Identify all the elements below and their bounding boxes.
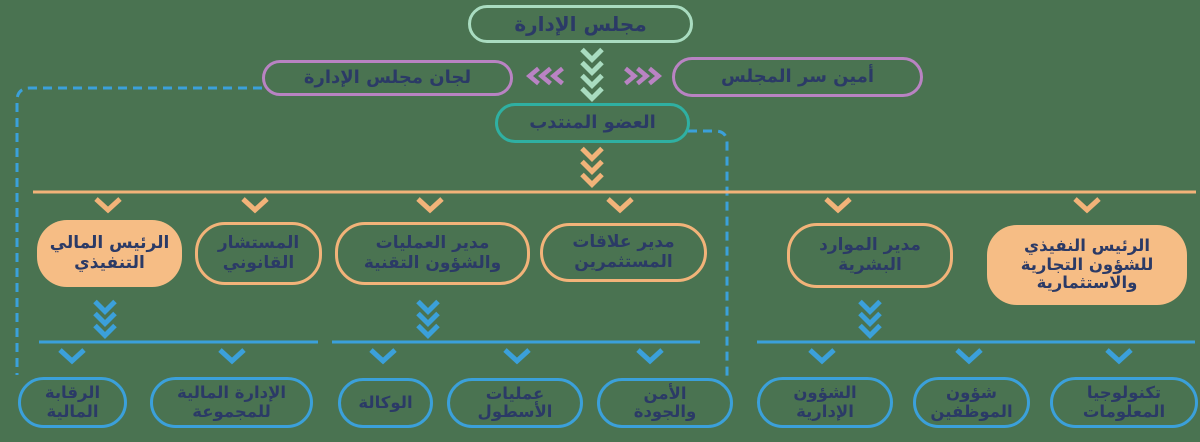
node-security-quality: الأمن والجودة <box>597 378 733 428</box>
node-group-finance: الإدارة المالية للمجموعة <box>150 377 313 428</box>
node-chief-financial-officer: الرئيس المالي التنفيذي <box>37 220 182 287</box>
node-commercial-investment-chief: الرئيس النفيذي للشؤون التجارية والاستثما… <box>987 225 1187 305</box>
node-board-of-directors: مجلس الإدارة <box>468 5 693 43</box>
board-down-arrow-icon <box>582 50 602 99</box>
hr-sub-arrow-icon <box>860 302 880 336</box>
node-hr-manager: مدير الموارد البشرية <box>787 223 953 288</box>
node-admin-affairs: الشؤون الإدارية <box>757 377 893 428</box>
node-board-secretary: أمين سر المجلس <box>672 57 923 97</box>
executive-drop-chevrons <box>96 199 1099 210</box>
node-agency: الوكالة <box>338 378 433 428</box>
md-down-arrow-icon <box>582 149 602 185</box>
department-drop-chevrons <box>60 350 1131 361</box>
node-legal-advisor: المستشار القانوني <box>195 222 322 285</box>
node-information-technology: تكنولوجيا المعلومات <box>1050 377 1198 428</box>
node-investor-relations-manager: مدير علاقات المستثمرين <box>540 223 707 282</box>
node-fleet-operations: عمليات الأسطول <box>447 378 583 428</box>
managing-director-dashed-connector <box>688 129 729 377</box>
committees-left-arrow-icon <box>530 69 563 84</box>
node-managing-director: العضو المنتدب <box>495 103 690 143</box>
committees-dashed-connector <box>15 86 262 375</box>
node-employee-affairs: شؤون الموظفين <box>913 377 1030 428</box>
node-board-committees: لجان مجلس الإدارة <box>262 60 513 96</box>
secretary-right-arrow-icon <box>626 69 659 84</box>
operations-sub-arrow-icon <box>418 302 438 336</box>
cfo-sub-arrow-icon <box>95 302 115 336</box>
node-financial-control: الرقابة المالية <box>18 377 127 428</box>
node-operations-technical-manager: مدير العمليات والشؤون التقنية <box>335 222 530 285</box>
